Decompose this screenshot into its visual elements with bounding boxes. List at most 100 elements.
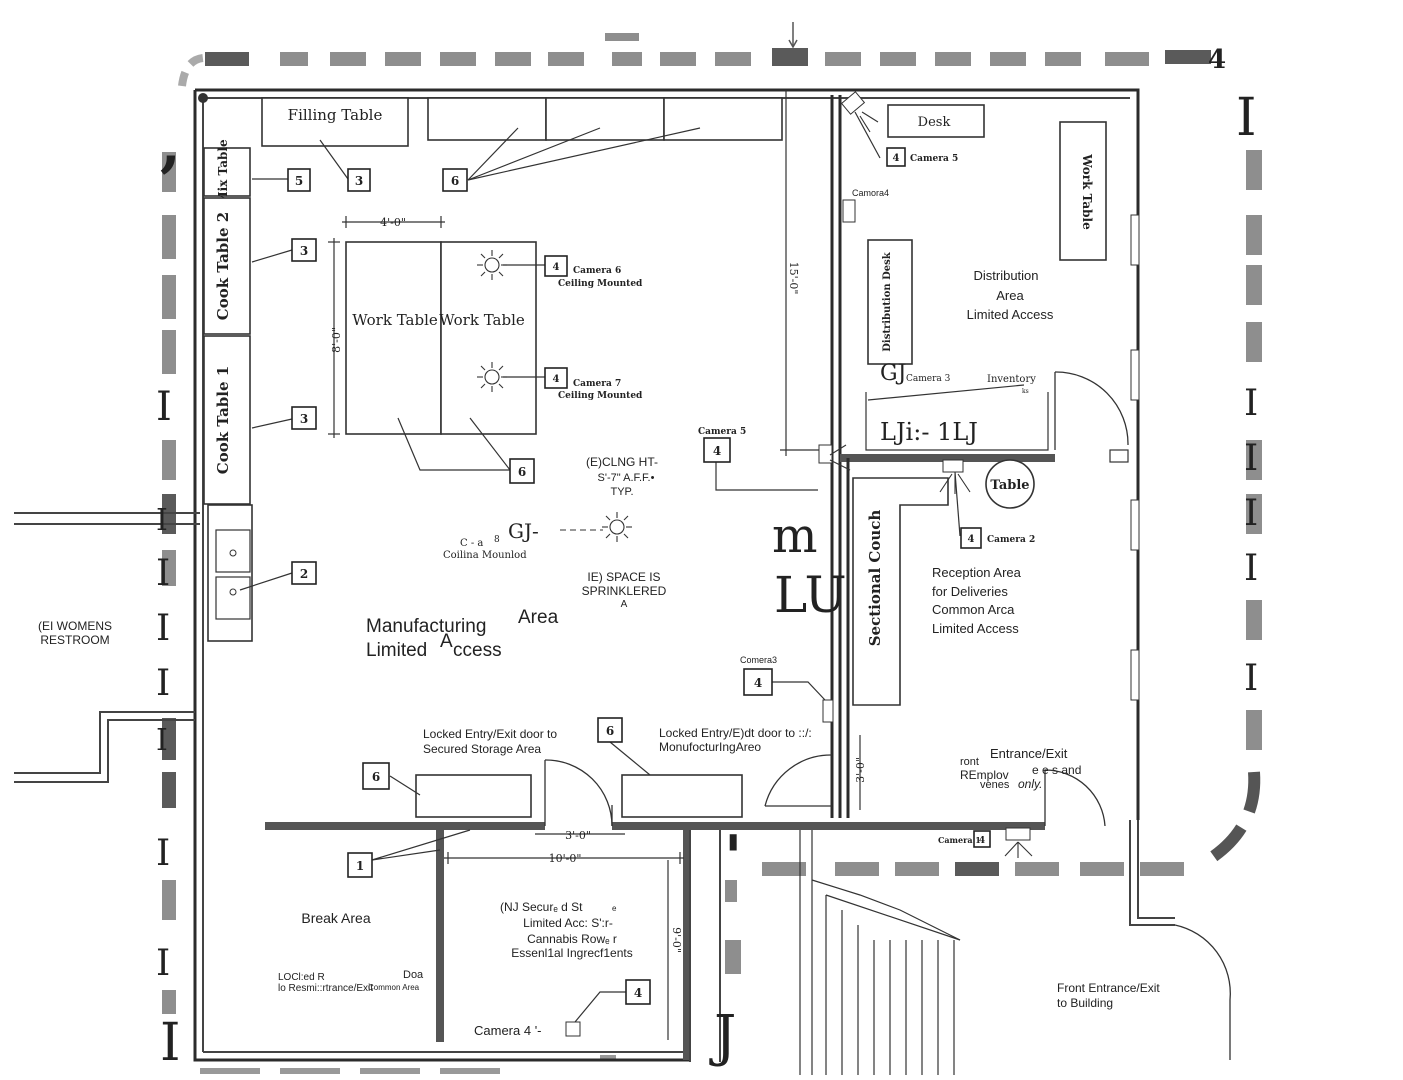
shelf-3	[663, 97, 783, 141]
camera-8-number: 8	[494, 535, 500, 545]
stray-i-right-1: I	[1244, 383, 1258, 424]
secured-storage-label-4: Essenl1al Ingrecf1ents	[511, 946, 632, 960]
camera-4-right-icon	[842, 199, 856, 223]
camera-3-glyph: GJ	[880, 361, 906, 386]
area-labels: Manufacturing Area Limited A ccess Distr…	[38, 268, 1160, 1010]
mix-table-label: Mix Table	[216, 139, 230, 205]
stray-i-right-3: I	[1244, 493, 1258, 534]
front-employee-ront: ront	[960, 756, 979, 768]
dim-10-0: 10'-0"	[549, 852, 582, 865]
sprinkler-note-1: IE) SPACE IS	[587, 570, 660, 584]
sprinkler-note-3: A	[621, 599, 628, 610]
locked-restroom-label-1: LOCl:ed R	[278, 972, 325, 983]
tag-6d: 6	[372, 770, 380, 784]
stray-i-left-9: I	[156, 723, 168, 758]
desk-label: Desk	[918, 115, 951, 130]
stairs	[799, 830, 961, 1075]
cook-table-2	[203, 197, 251, 335]
locked-restroom-label-2b: Common Area	[368, 983, 420, 992]
m-glyph: m	[772, 508, 818, 564]
lu-glyph: LU	[774, 566, 847, 624]
camera-8-sub: Coilina Mounlod	[443, 550, 527, 561]
distribution-label-2: Area	[996, 288, 1024, 303]
scan-artifacts: , 4 I I I I I I I I I I I I I I I J '	[156, 45, 1258, 1073]
front-employee-label-1: Entrance/Exit	[990, 746, 1068, 761]
camera-8-prefix: C - a	[460, 538, 483, 549]
secured-storage-label-2: Limited Acc: S':r-	[523, 916, 613, 930]
tag-4-cam6: 4	[553, 262, 560, 273]
inventory-counter	[865, 392, 1049, 451]
front-employee-label-3: venes	[980, 779, 1010, 791]
camera-3-left-icon	[822, 699, 834, 723]
dim-3-0-door: 3'-0"	[565, 829, 591, 842]
round-table-label: Table	[990, 478, 1029, 493]
tags: 5 3 6 3 3 2 4 4 6 4 4 6 6 1 4 4 4 4	[287, 147, 991, 1005]
tag-4-cam4: 4	[634, 986, 642, 1000]
camera-7-icon	[477, 362, 507, 392]
sink	[207, 504, 253, 642]
sectional-couch	[852, 477, 949, 706]
camera-8-icon	[560, 512, 632, 542]
front-employee-label-2: REmplov	[960, 768, 1009, 782]
access-a-label: A	[440, 631, 453, 652]
distribution-label-1: Distribution	[973, 268, 1038, 283]
tag-6b: 6	[518, 465, 526, 479]
locked-restroom-label-1b: Doa	[403, 969, 424, 981]
work-table-a	[345, 241, 442, 435]
distribution-desk	[867, 239, 913, 365]
tag-3a: 3	[355, 174, 363, 188]
camera-4-storage-icon	[565, 1021, 581, 1037]
tag-4-cam5: 4	[713, 444, 721, 458]
camera-5-right-label: Camera 5	[910, 154, 958, 164]
dim-8-0: 8'-0"	[330, 327, 343, 353]
front-employee-label-3b: only.	[1018, 777, 1042, 791]
work-table-right-label: Work Table	[1080, 153, 1094, 230]
camera-7-sub: Ceiling Mounted	[558, 391, 643, 401]
stray-j-bottom: J	[709, 1004, 736, 1069]
reception-label-3: Common Arca	[932, 602, 1015, 617]
reception-label-2: for Deliveries	[932, 584, 1008, 599]
cameras	[477, 91, 1033, 1037]
furniture: Filling Table Mix Table Cook Table 2 Coo…	[203, 97, 1107, 818]
camera-7-label: Camera 7	[573, 379, 621, 389]
camera-4-right-label: Camora4	[852, 188, 889, 198]
cook-table-1-label: Cook Table 1	[214, 366, 232, 474]
stray-i-left-4: I	[156, 663, 170, 704]
stray-comma: ,	[160, 110, 181, 180]
secured-storage-label-1b: e	[612, 904, 617, 913]
camera-3-right-label: Camera 3	[906, 374, 951, 384]
camera-6-label: Camera 6	[573, 266, 621, 276]
clng-note-1: (E)CLNG HT-	[586, 455, 658, 469]
stray-i-left-6: I	[156, 943, 170, 984]
cook-table-1	[203, 335, 251, 505]
notes: (E)CLNG HT- S'-7" A.F.F.• TYP. IE) SPACE…	[582, 374, 1037, 624]
camera-2-icon	[942, 459, 964, 473]
camera-1-label: Camera 1	[938, 835, 981, 845]
access-rest-label: ccess	[453, 640, 502, 661]
shelf-2	[545, 97, 665, 141]
dim-15-0: 15'-0"	[787, 262, 800, 295]
dim-4-0: 4'-0"	[380, 216, 406, 229]
reception-label-1: Reception Area	[932, 565, 1022, 580]
camera-5-right-icon	[840, 91, 866, 115]
front-building-label-1: Front Entrance/Exit	[1057, 981, 1160, 995]
distribution-desk-label: Distribution Desk	[882, 251, 893, 352]
break-area-label: Break Area	[301, 910, 370, 926]
security-perimeter	[162, 22, 1262, 1074]
cook-table-2-label: Cook Table 2	[214, 212, 232, 320]
inventory-garble: LJi:- 1LJ	[880, 418, 978, 446]
camera-5-left-label: Camera 5	[698, 427, 746, 437]
womens-restroom-label-1: (EI WOMENS	[38, 619, 112, 633]
tag-1: 1	[356, 859, 364, 873]
dim-9-0: 9'-0"	[670, 927, 683, 953]
stray-i-left-2: I	[156, 553, 170, 594]
camera-1-icon	[1005, 827, 1031, 841]
reception-label-4: Limited Access	[932, 621, 1019, 636]
sprinkler-note-2: SPRINKLERED	[582, 584, 667, 598]
leader-lines	[239, 111, 1025, 1023]
manufacturing-label: Manufacturing	[366, 616, 486, 637]
front-employee-label-2b: e e s and	[1032, 763, 1081, 777]
tag-3c: 3	[300, 412, 308, 426]
desk	[887, 104, 985, 138]
